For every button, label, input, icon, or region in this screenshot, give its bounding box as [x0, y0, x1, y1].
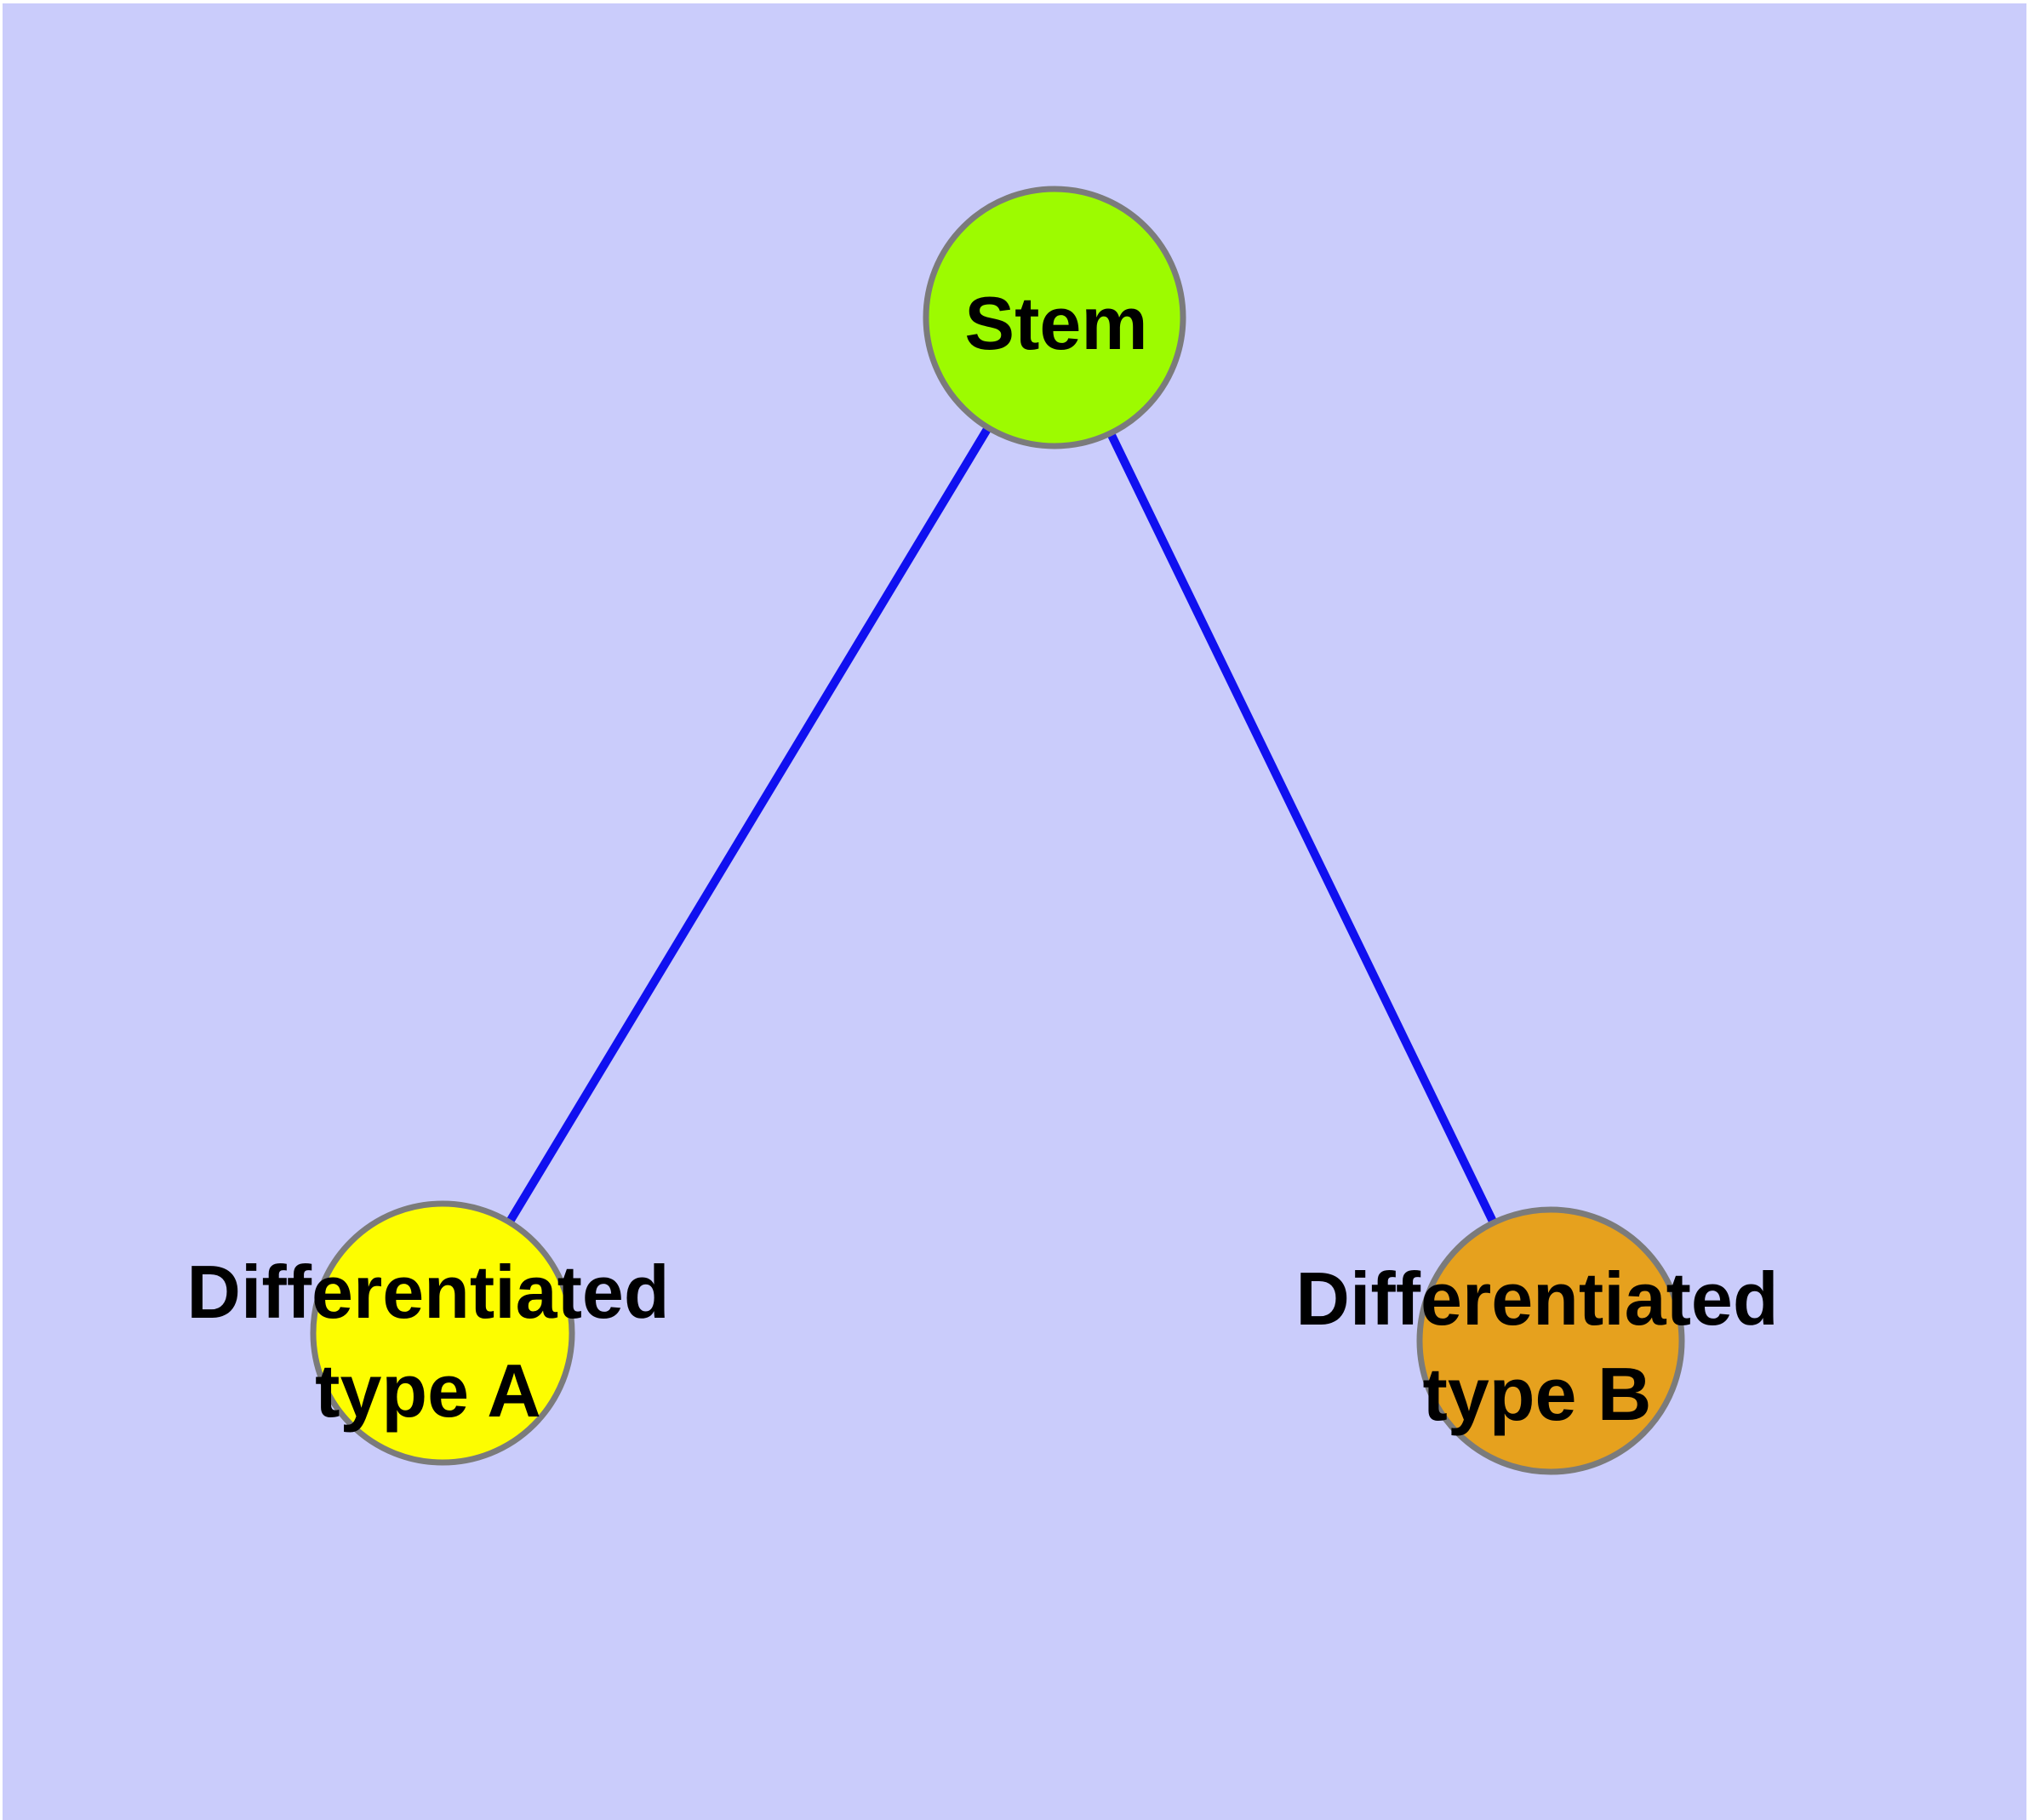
- node-type-a-label-line2: type A: [315, 1348, 541, 1433]
- edge-stem-to-type-a: [438, 315, 1059, 1336]
- node-labels: Stem Differentiated type A Differentiate…: [186, 281, 1778, 1436]
- node-stem-label: Stem: [964, 281, 1147, 365]
- node-type-b-circle: [1416, 1206, 1685, 1475]
- node-type-b-label-line2: type B: [1423, 1352, 1652, 1436]
- edge-stem-to-type-b: [1050, 315, 1555, 1343]
- node-type-b-label-line1: Differentiated: [1295, 1256, 1778, 1341]
- node-type-a-label-line1: Differentiated: [186, 1250, 669, 1334]
- node-type-a-circle: [310, 1200, 575, 1466]
- node-stem-circle: [923, 186, 1186, 449]
- nodes: [310, 186, 1685, 1475]
- edges: [438, 315, 1555, 1343]
